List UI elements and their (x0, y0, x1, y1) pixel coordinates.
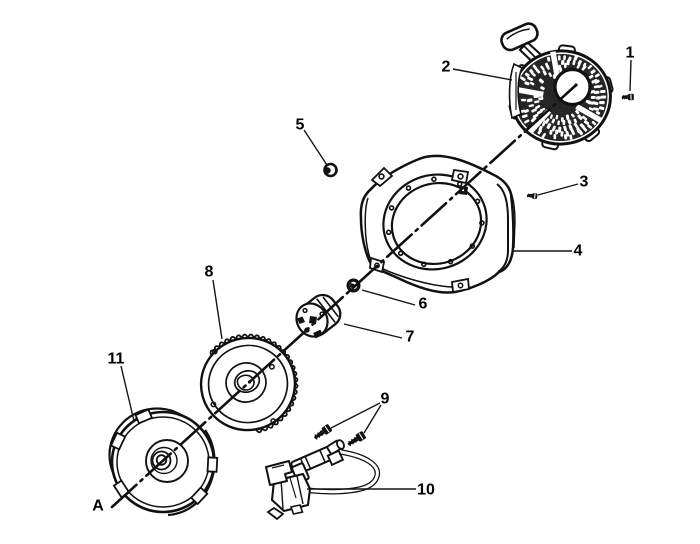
svg-text:10: 10 (417, 482, 435, 499)
svg-text:3: 3 (580, 174, 589, 191)
svg-text:6: 6 (419, 296, 428, 313)
svg-text:7: 7 (406, 329, 415, 346)
svg-text:11: 11 (108, 351, 125, 368)
svg-text:5: 5 (296, 117, 305, 134)
svg-text:A: A (92, 498, 104, 515)
svg-text:4: 4 (574, 243, 583, 260)
svg-text:2: 2 (442, 59, 451, 76)
svg-text:1: 1 (626, 45, 635, 62)
svg-text:9: 9 (381, 391, 390, 408)
svg-text:8: 8 (205, 264, 214, 281)
